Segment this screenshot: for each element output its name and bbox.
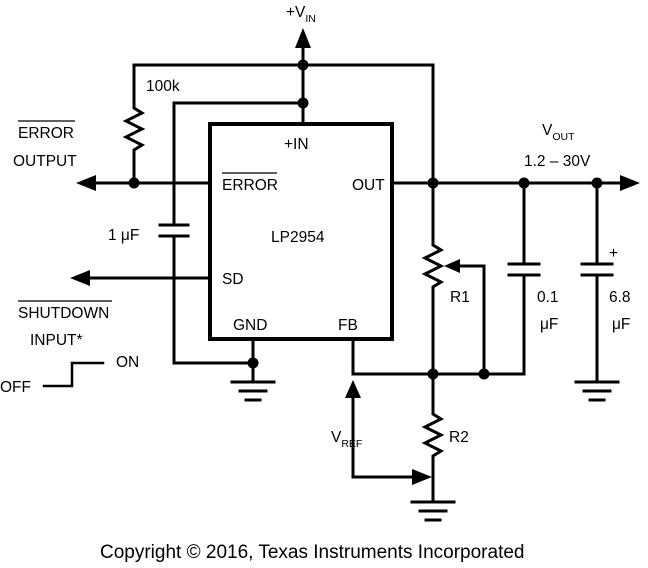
ground-icon-r2: [410, 500, 456, 522]
error-arrow: [76, 175, 96, 191]
ground-icon-gnd: [230, 380, 276, 402]
r1-wiper-wire: [457, 264, 486, 376]
r2-resistor: [421, 372, 445, 504]
top-rail-wire: [132, 63, 435, 185]
cap-sd-bottom-wire: [172, 234, 255, 365]
error-output-line2: OUTPUT: [13, 153, 77, 170]
cap-small-value: 0.1: [537, 289, 559, 306]
pin-sd-label: SD: [222, 271, 244, 288]
vout-label: VOUT: [542, 122, 575, 143]
copyright-text: Copyright © 2016, Texas Instruments Inco…: [100, 542, 525, 563]
pin-in-label: +IN: [284, 136, 309, 153]
cap-large-value: 6.8: [609, 289, 631, 306]
supply-arrow: [295, 28, 311, 48]
r2-label: R2: [449, 429, 469, 446]
supply-label-sub: IN: [305, 13, 316, 25]
pin-gnd-label: GND: [233, 317, 267, 334]
sd-arrow: [70, 270, 90, 286]
vout-label-main: V: [542, 122, 553, 139]
cap-sd-top-wire: [172, 101, 305, 227]
pin-error-label: ERROR: [222, 177, 278, 194]
vref-label: VREF: [331, 429, 362, 450]
pin-fb-label: FB: [338, 317, 358, 334]
r1-resistor: [421, 181, 445, 376]
ground-icon-cap: [574, 380, 620, 402]
gnd-junction: [247, 357, 259, 369]
supply-label: +VIN: [286, 4, 316, 25]
fb-wire: [351, 337, 526, 376]
cap-sd-label: 1 μF: [108, 227, 139, 244]
error-junction: [128, 177, 140, 189]
shutdown-line2: INPUT*: [30, 332, 83, 349]
ic-part-label: LP2954: [271, 229, 325, 246]
vref-path: [351, 394, 416, 479]
cap-small-unit: μF: [540, 316, 558, 333]
pullup-label: 100k: [146, 78, 180, 95]
cap-large-polarity: +: [609, 245, 618, 262]
supply-label-main: +V: [286, 4, 306, 21]
r1-wiper-arrow: [444, 259, 460, 273]
error-output-line1: ERROR: [18, 125, 74, 142]
r1-label: R1: [450, 289, 470, 306]
vref-arrow-right: [412, 469, 432, 485]
vout-range: 1.2 – 30V: [524, 153, 591, 170]
ic-body: [208, 122, 394, 341]
pullup-resistor: [122, 98, 146, 185]
pin-out-label: OUT: [352, 177, 385, 194]
fb-junction-wiper: [478, 368, 490, 380]
shutdown-line1: SHUTDOWN: [18, 305, 109, 322]
vout-arrow: [620, 175, 640, 191]
switch-on-label: ON: [116, 354, 139, 371]
vout-label-sub: OUT: [552, 131, 575, 143]
vref-label-sub: REF: [341, 438, 362, 450]
switch-off-label: OFF: [0, 379, 31, 396]
cap-large-unit: μF: [612, 316, 630, 333]
vref-label-main: V: [331, 429, 342, 446]
vref-arrow-up: [345, 380, 361, 398]
switch-step-icon: [42, 361, 105, 388]
